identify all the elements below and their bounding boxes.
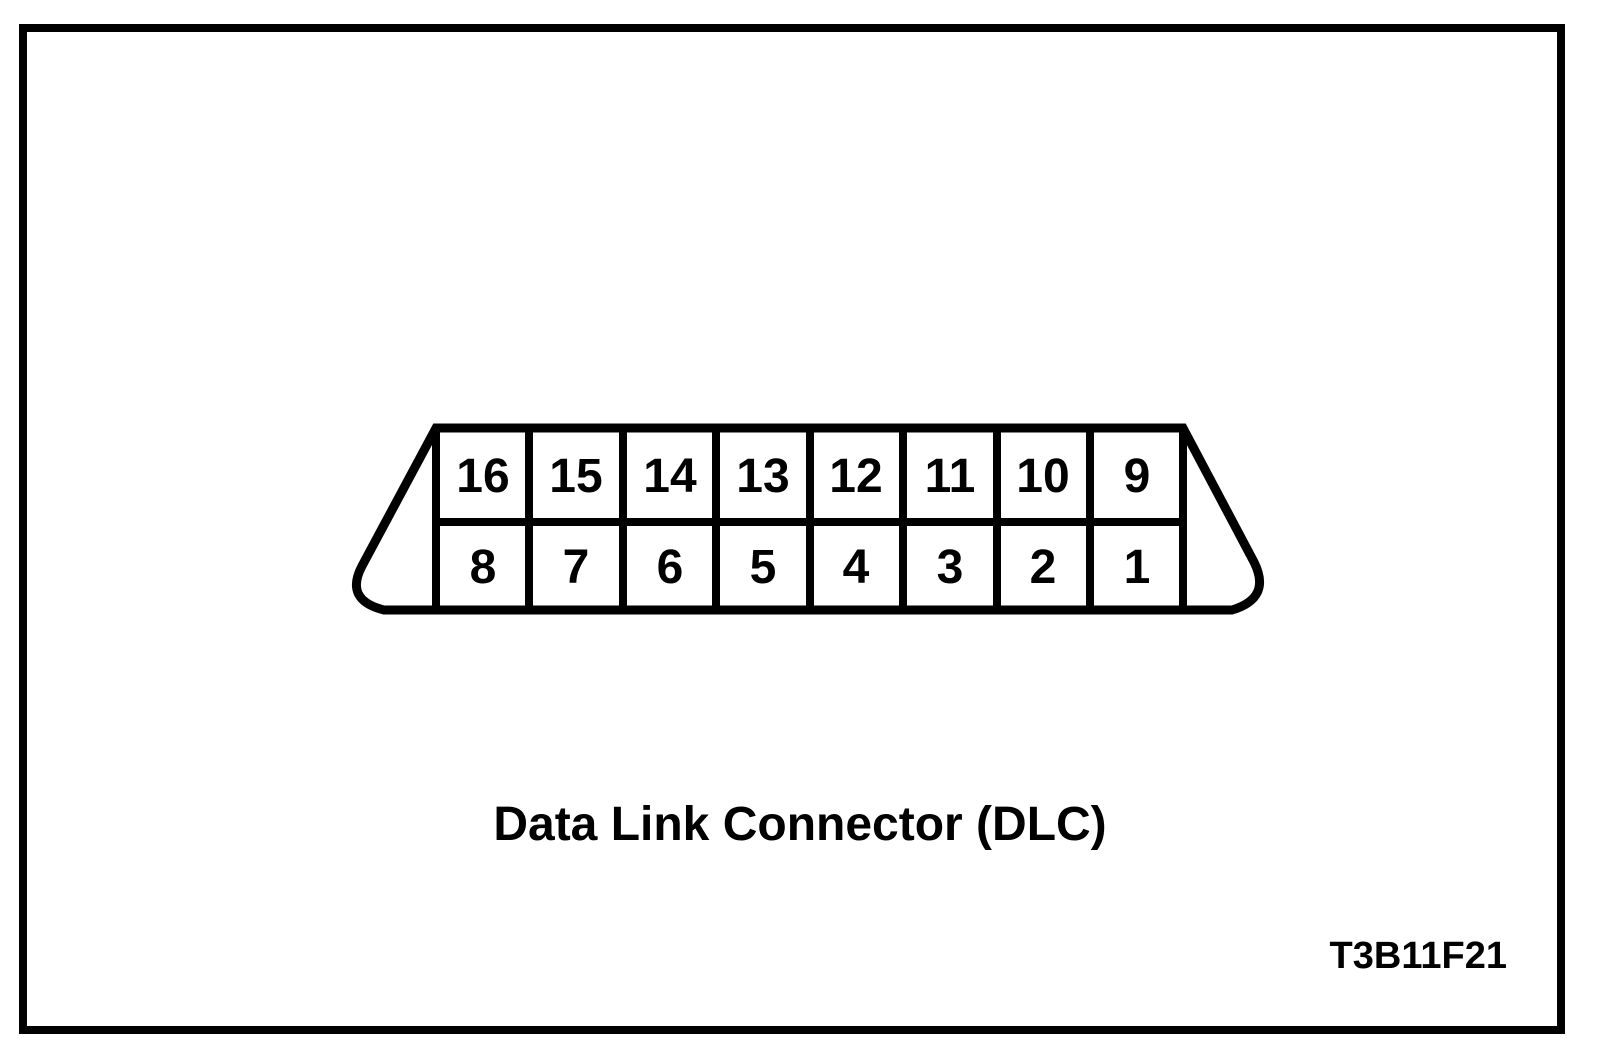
figure-reference-code: T3B11F21 [1329, 935, 1507, 977]
pin-label-3: 3 [937, 541, 964, 594]
pin-label-15: 15 [549, 450, 602, 503]
pin-label-13: 13 [736, 450, 789, 503]
pin-label-6: 6 [657, 541, 684, 594]
pin-label-8: 8 [470, 541, 497, 594]
pin-label-9: 9 [1124, 450, 1151, 503]
pin-grid-lines [432, 424, 1187, 614]
pin-label-14: 14 [643, 450, 697, 503]
pin-label-2: 2 [1030, 541, 1057, 594]
pin-label-5: 5 [750, 541, 777, 594]
pin-label-11: 11 [925, 450, 976, 503]
pin-label-7: 7 [563, 541, 590, 594]
pin-label-1: 1 [1124, 541, 1151, 594]
pin-label-12: 12 [829, 450, 882, 503]
pin-label-16: 16 [456, 450, 509, 503]
figure-caption: Data Link Connector (DLC) [493, 798, 1107, 851]
pin-label-10: 10 [1016, 450, 1069, 503]
pin-label-4: 4 [843, 541, 870, 594]
